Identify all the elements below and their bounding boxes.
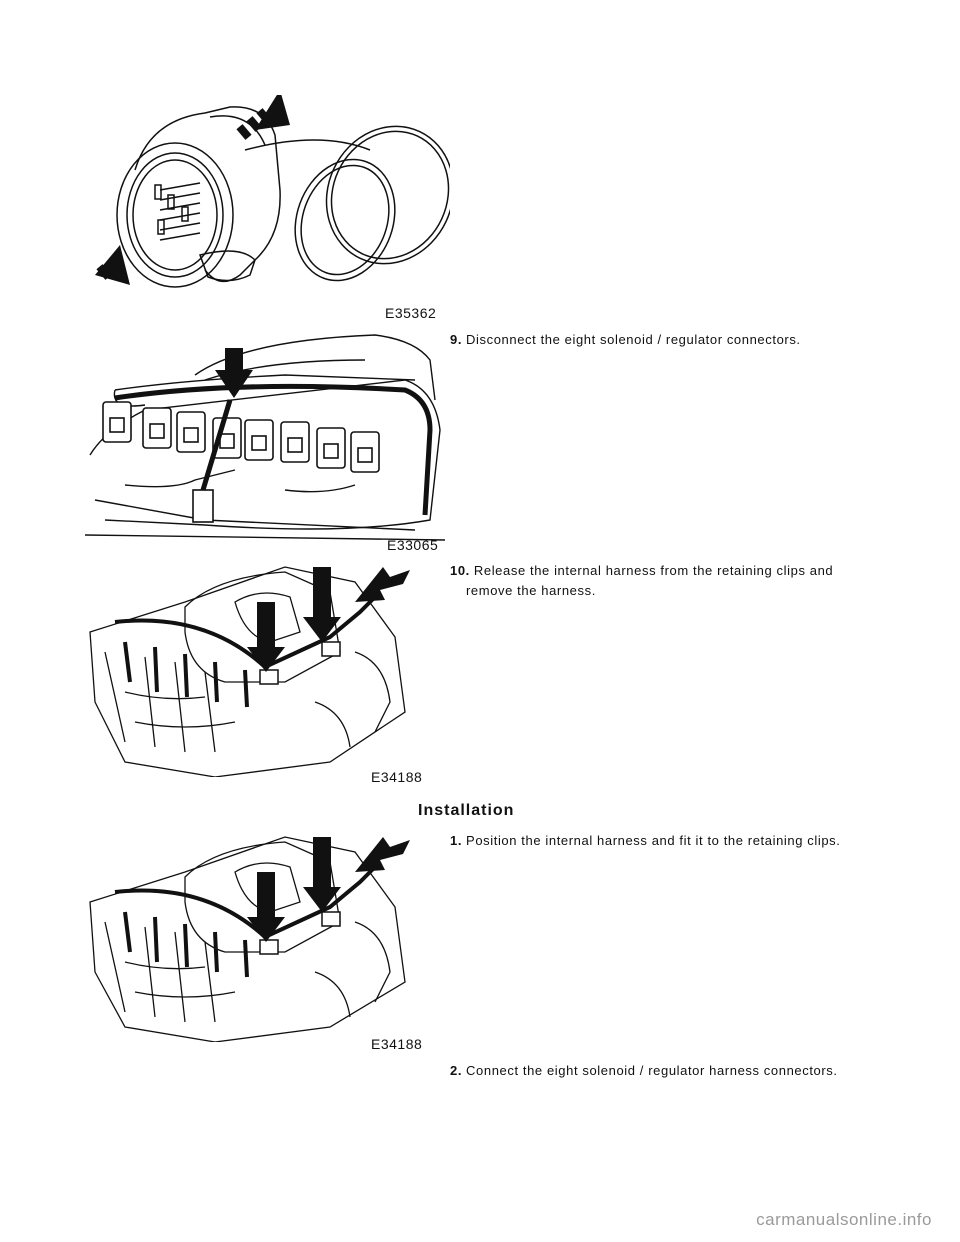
step-number: 10. [450, 563, 470, 578]
step-number: 1. [450, 833, 463, 848]
internal-harness-illustration [89, 566, 410, 777]
section-heading: Installation [418, 802, 515, 819]
step-text-continued: remove the harness. [466, 583, 596, 598]
watermark: carmanualsonline.info [756, 1210, 932, 1229]
solenoid-connectors-illustration [85, 334, 445, 541]
step-9: 9.Disconnect the eight solenoid / regula… [450, 330, 870, 350]
step-number: 9. [450, 332, 463, 347]
figure-internal-harness-installation [85, 832, 415, 1042]
figure-code: E34188 [371, 769, 423, 785]
step-text: Release the internal harness from the re… [473, 563, 834, 578]
internal-harness-install-illustration [89, 836, 410, 1042]
step-text: Position the internal harness and fit it… [466, 833, 841, 848]
figure-code: E34188 [371, 1036, 423, 1052]
figure-code: E35362 [385, 305, 437, 321]
connector-seal-illustration [95, 95, 450, 288]
step-number: 2. [450, 1063, 463, 1078]
figure-connector-seal [90, 95, 450, 310]
install-step-1: 1.Position the internal harness and fit … [450, 831, 870, 851]
figure-solenoid-connectors [85, 320, 445, 545]
figure-internal-harness-removal [85, 562, 415, 777]
install-step-2: 2.Connect the eight solenoid / regulator… [450, 1061, 870, 1081]
figure-code: E33065 [387, 537, 439, 553]
step-text: Disconnect the eight solenoid / regulato… [466, 332, 801, 347]
step-text: Connect the eight solenoid / regulator h… [466, 1063, 838, 1078]
step-10: 10.Release the internal harness from the… [450, 561, 870, 601]
